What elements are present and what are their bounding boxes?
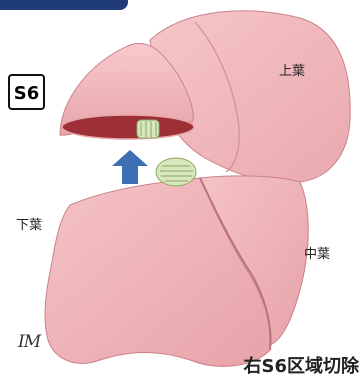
s6-bronchus-stump bbox=[137, 120, 159, 138]
middle-lobe-label: 中葉 bbox=[304, 243, 330, 262]
artist-signature: IM bbox=[18, 332, 40, 352]
upper-lobe-label: 上葉 bbox=[279, 60, 305, 79]
arrow-up-icon bbox=[112, 150, 148, 184]
lower-lobe-bronchus-stump bbox=[156, 158, 196, 186]
diagram-caption: 右S6区域切除 bbox=[244, 352, 360, 378]
segment-badge: S6 bbox=[8, 74, 45, 110]
lower-lobe-label: 下葉 bbox=[16, 214, 42, 233]
